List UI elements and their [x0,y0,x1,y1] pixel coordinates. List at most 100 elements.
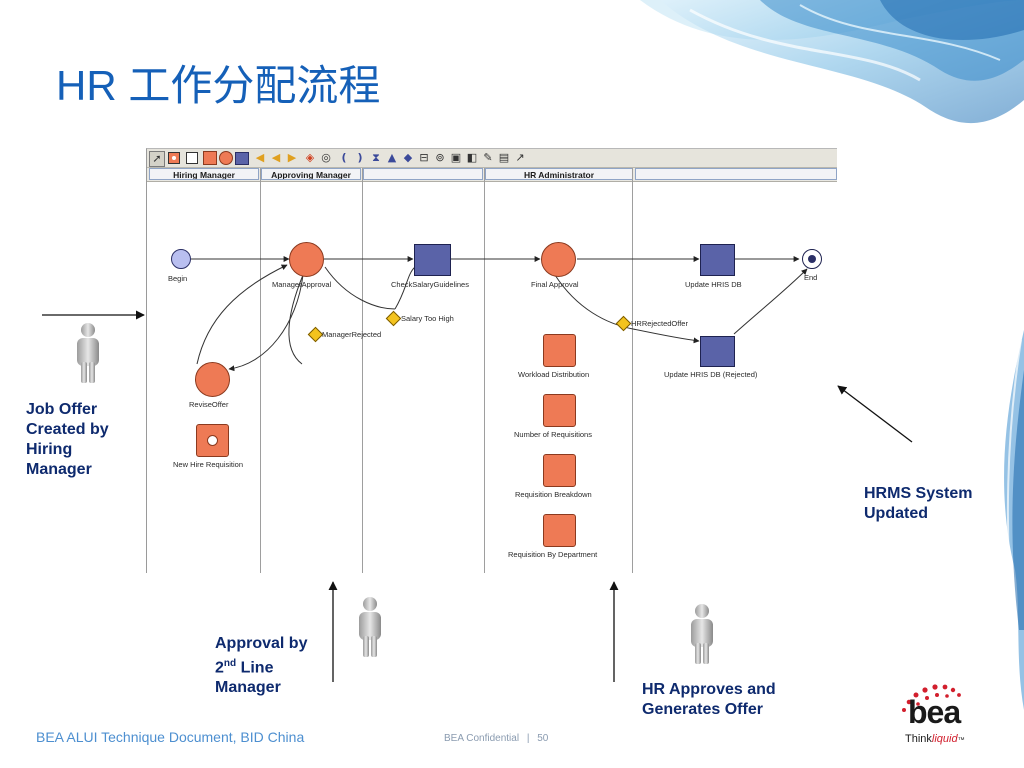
lane-header-hiring-manager: Hiring Manager [149,168,259,180]
number-of-requisitions-label: Number of Requisitions [514,430,592,439]
callout-line: Job Offer [26,401,98,418]
diamond-icon[interactable]: ◆ [403,151,413,164]
hourglass-icon[interactable]: ⧗ [372,151,380,164]
right-bracket-icon[interactable]: ) [357,151,363,164]
start-marker-icon [207,435,218,446]
person-icon [77,323,99,383]
update-hris-rejected-node[interactable] [700,336,735,367]
ordinal-suffix: nd [223,658,237,669]
lane-divider [632,168,633,573]
callout-line: Created by [26,421,109,438]
link-icon[interactable]: ↗ [515,151,525,164]
callout-line: 2nd Line [215,654,307,678]
triangle-icon[interactable]: ▲ [387,151,397,164]
callout-line: Updated [864,505,928,522]
workflow-diagram: ➚ ◀ ◀ ▶ ◈ ◎ ( ) ⧗ ▲ ◆ ⊟ ⊚ ▣ ◧ ✎ ▤ ↗ Hiri… [146,148,837,573]
edit-icon[interactable]: ✎ [483,151,493,164]
logo-tagline: Thinkliquid™ [905,733,965,745]
update-hris-node[interactable] [700,244,735,276]
new-hire-requisition-node[interactable] [196,424,229,457]
requisition-breakdown-label: Requisition Breakdown [515,490,592,499]
footer-document-title: BEA ALUI Technique Document, BID China [36,729,305,745]
number-of-requisitions-node[interactable] [543,394,576,427]
left-right-arrow-icon[interactable]: ◀ [271,151,281,164]
right-side-swirl-decoration [1004,330,1024,710]
callout-line: Hiring [26,441,73,458]
begin-label: Begin [168,274,188,283]
logo-tagline-think: Think [905,733,932,745]
slide-title: HR 工作分配流程 [56,62,381,109]
manager-approval-label: ManagerApproval [272,280,332,289]
logo-brand: bea [908,694,961,730]
lane-divider [260,168,261,573]
callout-line: Approval by [215,635,308,652]
new-hire-requisition-label: New Hire Requisition [173,460,244,469]
callout-line: Manager [26,461,92,478]
page-icon[interactable]: ◧ [466,151,478,164]
lane-header-approving-manager: Approving Manager [261,168,361,180]
task-icon[interactable] [185,151,199,165]
left-bracket-icon[interactable]: ( [341,151,347,164]
lane-divider [484,168,485,573]
final-approval-node[interactable] [541,242,576,277]
final-approval-label: Final Approval [531,280,579,289]
manager-approval-node[interactable] [289,242,324,277]
rectangle-node-icon[interactable] [235,151,249,165]
end-label: End [804,273,818,282]
begin-node[interactable] [171,249,191,269]
requisition-by-department-node[interactable] [543,514,576,547]
revise-offer-node[interactable] [195,362,230,397]
update-hris-rejected-label: Update HRIS DB (Rejected) [664,370,758,379]
swimlane-headers: Hiring Manager Approving Manager HR Admi… [147,168,837,182]
callout-line: Generates Offer [642,701,763,718]
confidential-text: BEA Confidential [444,733,520,744]
revise-offer-label: ReviseOffer [189,400,229,409]
hr-approves-callout: HR Approves and Generates Offer [642,680,776,720]
join-icon[interactable]: ⊚ [435,151,445,164]
footer-confidential: BEA Confidential | 50 [444,733,548,744]
ring-icon[interactable]: ◎ [321,151,331,164]
job-offer-callout: Job Offer Created by Hiring Manager [26,400,109,480]
document-icon[interactable]: ▣ [450,151,462,164]
callout-line: Manager [215,679,281,697]
manager-rejected-label: ManagerRejected [322,330,382,339]
lane-divider [362,168,363,573]
hr-rejected-offer-label: HRRejectedOffer [631,319,688,328]
split-icon[interactable]: ⊟ [419,151,429,164]
check-salary-node[interactable] [414,244,451,276]
left-arrow-icon[interactable]: ◀ [255,151,265,164]
person-icon [691,604,713,664]
salary-too-high-label: Salary Too High [401,314,454,323]
top-right-swirl-decoration [640,0,1024,124]
lane-header-empty-1 [363,168,483,180]
check-salary-label: CheckSalaryGuidelines [391,280,469,289]
person-icon [359,597,381,657]
end-node[interactable] [802,249,822,269]
circle-node-icon[interactable] [219,151,233,165]
workload-distribution-label: Workload Distribution [518,370,590,379]
update-hris-label: Update HRIS DB [685,280,742,289]
workload-distribution-node[interactable] [543,334,576,367]
lane-header-empty-2 [635,168,837,180]
decision-icon[interactable]: ◈ [305,151,315,164]
activity-icon[interactable] [203,151,217,165]
callout-line-rest: Line [236,659,274,677]
approval-callout: Approval by 2nd Line Manager [215,634,307,698]
pointer-tool-icon[interactable]: ➚ [149,151,165,167]
right-arrow-icon[interactable]: ▶ [287,151,297,164]
footer-separator: | [526,733,530,744]
logo-tagline-liquid: liquid [931,733,958,745]
window-icon[interactable]: ▤ [498,151,510,164]
end-node-center-icon [808,255,816,263]
callout-line: HR Approves and [642,681,776,698]
bea-logo: bea Thinkliquid™ [896,682,986,748]
ordinal-number: 2 [215,659,224,677]
start-node-icon[interactable] [167,151,181,165]
requisition-breakdown-node[interactable] [543,454,576,487]
logo-dots-icon [902,684,961,712]
requisition-by-department-label: Requisition By Department [508,550,598,559]
logo-tagline-tm: ™ [957,737,965,744]
page-number: 50 [537,733,549,744]
callout-line: HRMS System [864,485,973,502]
